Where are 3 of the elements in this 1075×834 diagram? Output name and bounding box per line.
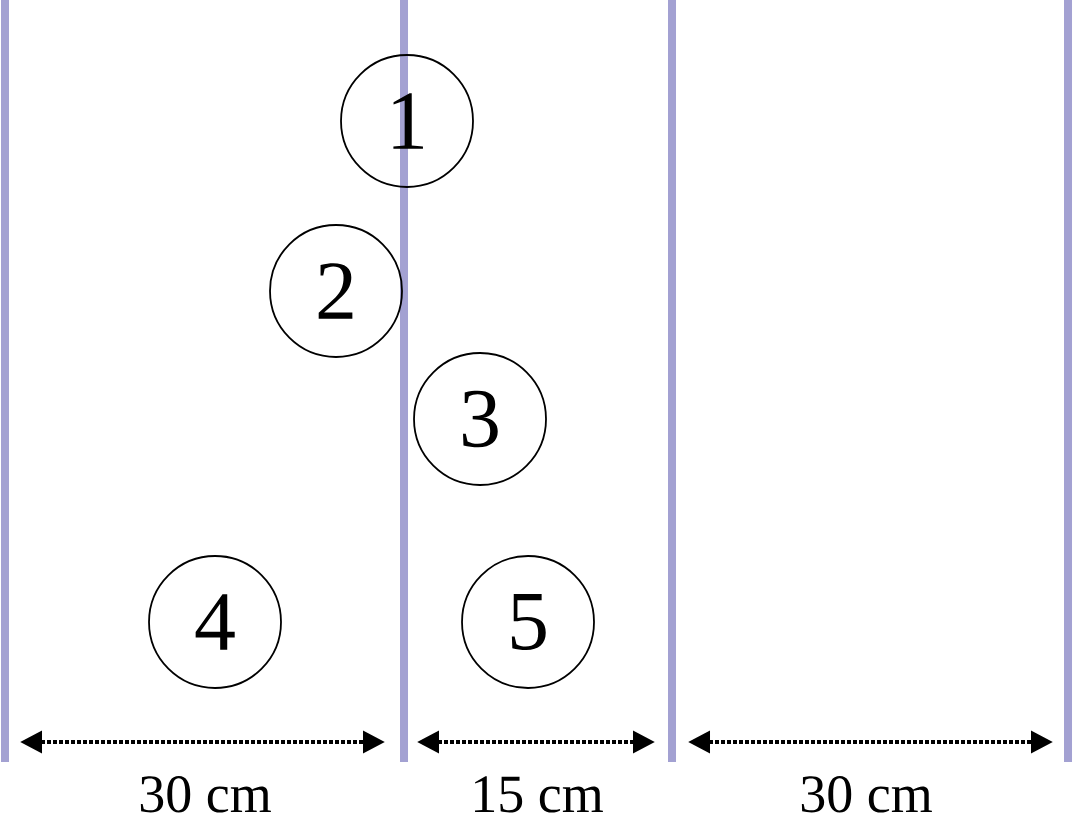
dimension-label: 30 cm: [801, 776, 932, 813]
dimension-label: 15 cm: [475, 776, 603, 813]
dimension-label: 30 cm: [140, 776, 271, 813]
